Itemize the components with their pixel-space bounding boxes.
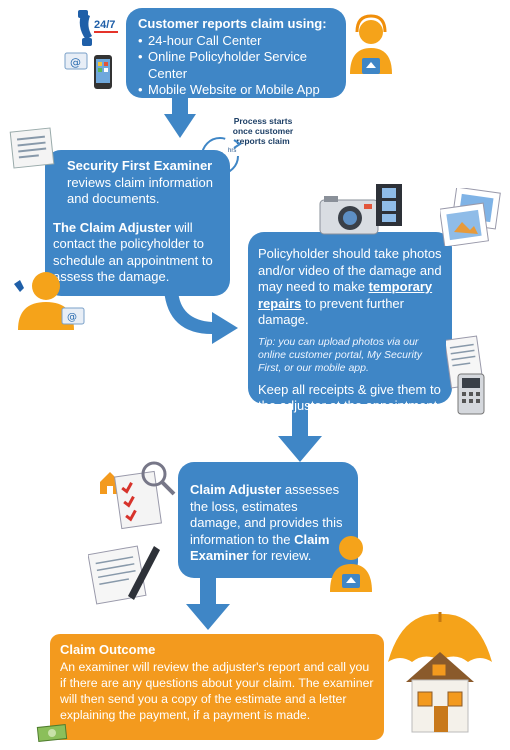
step1-method-online: Online Policyholder Service Center <box>138 49 338 82</box>
step1-box: Customer reports claim using: 24-hour Ca… <box>126 8 346 98</box>
step4-paragraph: Claim Adjuster assesses the loss, estima… <box>190 482 350 565</box>
email-icon: @ <box>64 52 88 70</box>
step1-method-call-center: 24-hour Call Center <box>138 33 338 50</box>
step1-methods-list: 24-hour Call Center Online Policyholder … <box>138 33 338 99</box>
step4-text-a: assesses the loss, estimates damage, and… <box>190 482 343 547</box>
outcome-text: An examiner will review the adjuster's r… <box>60 659 374 722</box>
step3-tip: Tip: you can upload photos via our onlin… <box>258 335 422 374</box>
money-cash-icon <box>36 724 68 742</box>
camera-icon <box>319 196 379 235</box>
umbrella-house-icon <box>388 612 492 733</box>
document-icon <box>9 127 55 169</box>
arrow-step2-to-step3 <box>164 290 238 344</box>
receipt-card-reader-icon <box>446 335 485 415</box>
step3-box: Policyholder should take photos and/or v… <box>248 232 452 413</box>
arrow-step3-to-step4 <box>278 404 322 462</box>
policyholder-person-icon: @ <box>14 272 85 330</box>
step4-adjuster-name: Claim Adjuster <box>190 482 282 497</box>
step4-examiner-name: Claim Examiner <box>190 531 330 564</box>
timer-unit: hrs <box>228 148 236 154</box>
outcome-heading: Claim Outcome <box>60 642 156 657</box>
outcome-box: Claim Outcome An examiner will review th… <box>50 634 384 740</box>
step3-receipts: Keep all receipts & give them to the adj… <box>258 381 441 414</box>
step2-adjuster-text: will contact the policyholder to schedul… <box>53 219 213 285</box>
phone-24-7-icon: 24/7 <box>78 10 118 46</box>
adjuster-person-icon <box>330 536 372 592</box>
smartphone-icon <box>94 55 112 89</box>
step2-box: Security First Examiner reviews claim in… <box>45 150 230 296</box>
step4-text-b: for review. <box>248 548 312 563</box>
photos-icon <box>440 188 501 246</box>
step2-examiner-text: reviews claim information and documents. <box>67 174 213 207</box>
step2-adjuster-paragraph: The Claim Adjuster will contact the poli… <box>53 220 222 286</box>
temporary-repairs-link: temporary repairs <box>258 279 433 311</box>
step1-heading: Customer reports claim using: <box>138 16 327 31</box>
step3-text-b: to prevent further damage. <box>258 295 404 328</box>
step1-method-mobile: Mobile Website or Mobile App <box>138 82 338 99</box>
signing-document-icon <box>88 545 160 605</box>
step3-text-a: Policyholder should take photos and/or v… <box>258 246 442 294</box>
film-strip-icon <box>376 184 402 226</box>
svg-text:@: @ <box>67 312 77 323</box>
step2-adjuster-name: The Claim Adjuster <box>53 219 171 235</box>
checklist-magnifier-icon <box>100 461 176 530</box>
call-center-agent-icon <box>350 14 392 74</box>
svg-text:@: @ <box>70 56 81 69</box>
step2-examiner-paragraph: Security First Examiner reviews claim in… <box>53 158 222 208</box>
step2-examiner-name: Security First Examiner <box>67 158 213 173</box>
arrow-step4-to-outcome <box>186 572 230 630</box>
timer-caption: Process starts once customer reports cla… <box>232 116 294 146</box>
step4-box: Claim Adjuster assesses the loss, estima… <box>178 462 358 578</box>
phone-badge-text: 24/7 <box>94 19 115 31</box>
step3-photo-paragraph: Policyholder should take photos and/or v… <box>258 246 444 329</box>
